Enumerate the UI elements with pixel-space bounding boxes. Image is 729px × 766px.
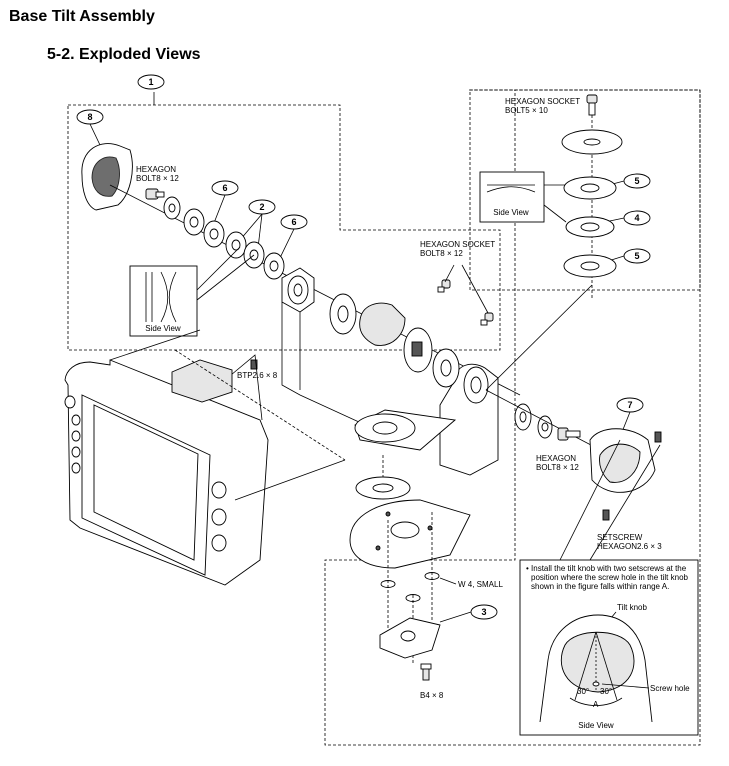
svg-text:Screw hole: Screw hole [650, 684, 690, 693]
svg-text:8: 8 [87, 112, 92, 122]
assembly-1-frame [67, 104, 501, 351]
setscrew-top [654, 431, 662, 443]
callout-7: 7 [616, 397, 644, 413]
section-title: 5-2. Exploded Views [47, 46, 201, 63]
washer-set-frame [469, 89, 701, 291]
setscrew-label-2: HEXAGON2.6 × 3 [597, 542, 662, 551]
hex-socket-top-label-2: BOLT5 × 10 [505, 106, 548, 115]
svg-text:3: 3 [481, 607, 486, 617]
hexagon-bolt-left [145, 188, 165, 200]
svg-text:Side View: Side View [493, 208, 529, 217]
part-8-cover-cap [81, 143, 133, 211]
callout-8: 8 [76, 109, 104, 125]
small-washers [380, 572, 440, 602]
hex-bolt-left-label-2: BOLT8 × 12 [136, 174, 179, 183]
tilt-hub [329, 293, 460, 388]
callout-6b: 6 [280, 214, 308, 230]
svg-text:2: 2 [259, 202, 264, 212]
b4-screw [420, 663, 432, 681]
svg-text:position where the screw hole: position where the screw hole in the til… [531, 573, 689, 582]
base-plate [354, 409, 457, 451]
base-washer [355, 476, 411, 500]
setscrew-label-1: SETSCREW [597, 533, 643, 542]
svg-text:30°: 30° [577, 687, 589, 696]
side-view-left-inset: Side View [129, 265, 198, 337]
svg-text:5: 5 [634, 176, 639, 186]
callout-2: 2 [248, 199, 276, 215]
washer-set-right [561, 129, 623, 278]
svg-text:Tilt knob: Tilt knob [617, 603, 647, 612]
svg-text:30°: 30° [600, 687, 612, 696]
hex-socket-bolt-mid-1 [437, 279, 451, 293]
hex-bolt-right-label-2: BOLT8 × 12 [536, 463, 579, 472]
svg-text:5: 5 [634, 251, 639, 261]
hex-socket-top-label-1: HEXAGON SOCKET [505, 97, 580, 106]
svg-text:6: 6 [222, 183, 227, 193]
callout-3: 3 [470, 604, 498, 620]
side-view-right-inset: Side View [479, 171, 545, 223]
hexagon-bolt-right [557, 427, 581, 441]
callout-5b: 5 [623, 248, 651, 264]
callout-4: 4 [623, 210, 651, 226]
part-3-clamp [379, 617, 441, 659]
washer-stack-left [163, 196, 285, 280]
callout-6a: 6 [211, 180, 239, 196]
svg-text:Side View: Side View [578, 721, 614, 730]
svg-text:shown in the figure falls with: shown in the figure falls within range A… [531, 582, 669, 591]
display-unit [64, 329, 269, 586]
knob-washers [514, 403, 553, 439]
svg-text:7: 7 [627, 400, 632, 410]
setscrew-bottom [602, 509, 610, 521]
svg-text:• Install the tilt knob with t: • Install the tilt knob with two setscre… [526, 564, 687, 573]
hex-bolt-right-label-1: HEXAGON [536, 454, 576, 463]
hex-bolt-left-label-1: HEXAGON [136, 165, 176, 174]
svg-text:1: 1 [148, 77, 153, 87]
svg-text:Side View: Side View [145, 324, 181, 333]
hex-socket-mid-label-1: HEXAGON SOCKET [420, 240, 495, 249]
hex-socket-mid-label-2: BOLT8 × 12 [420, 249, 463, 258]
installation-note: • Install the tilt knob with two setscre… [519, 559, 699, 736]
b4-label: B4 × 8 [420, 691, 444, 700]
part-7-tilt-knob [589, 428, 656, 493]
svg-text:A: A [593, 700, 599, 709]
mount-plate [349, 499, 471, 569]
svg-text:6: 6 [291, 217, 296, 227]
btp-screw [250, 359, 258, 370]
callout-1: 1 [137, 74, 165, 90]
hex-socket-bolt-top [586, 94, 598, 116]
hex-socket-bolt-mid-2 [480, 312, 494, 326]
page-title: Base Tilt Assembly [9, 8, 155, 25]
washer-label: W 4, SMALL [458, 580, 503, 589]
svg-text:4: 4 [634, 213, 639, 223]
callout-5a: 5 [623, 173, 651, 189]
